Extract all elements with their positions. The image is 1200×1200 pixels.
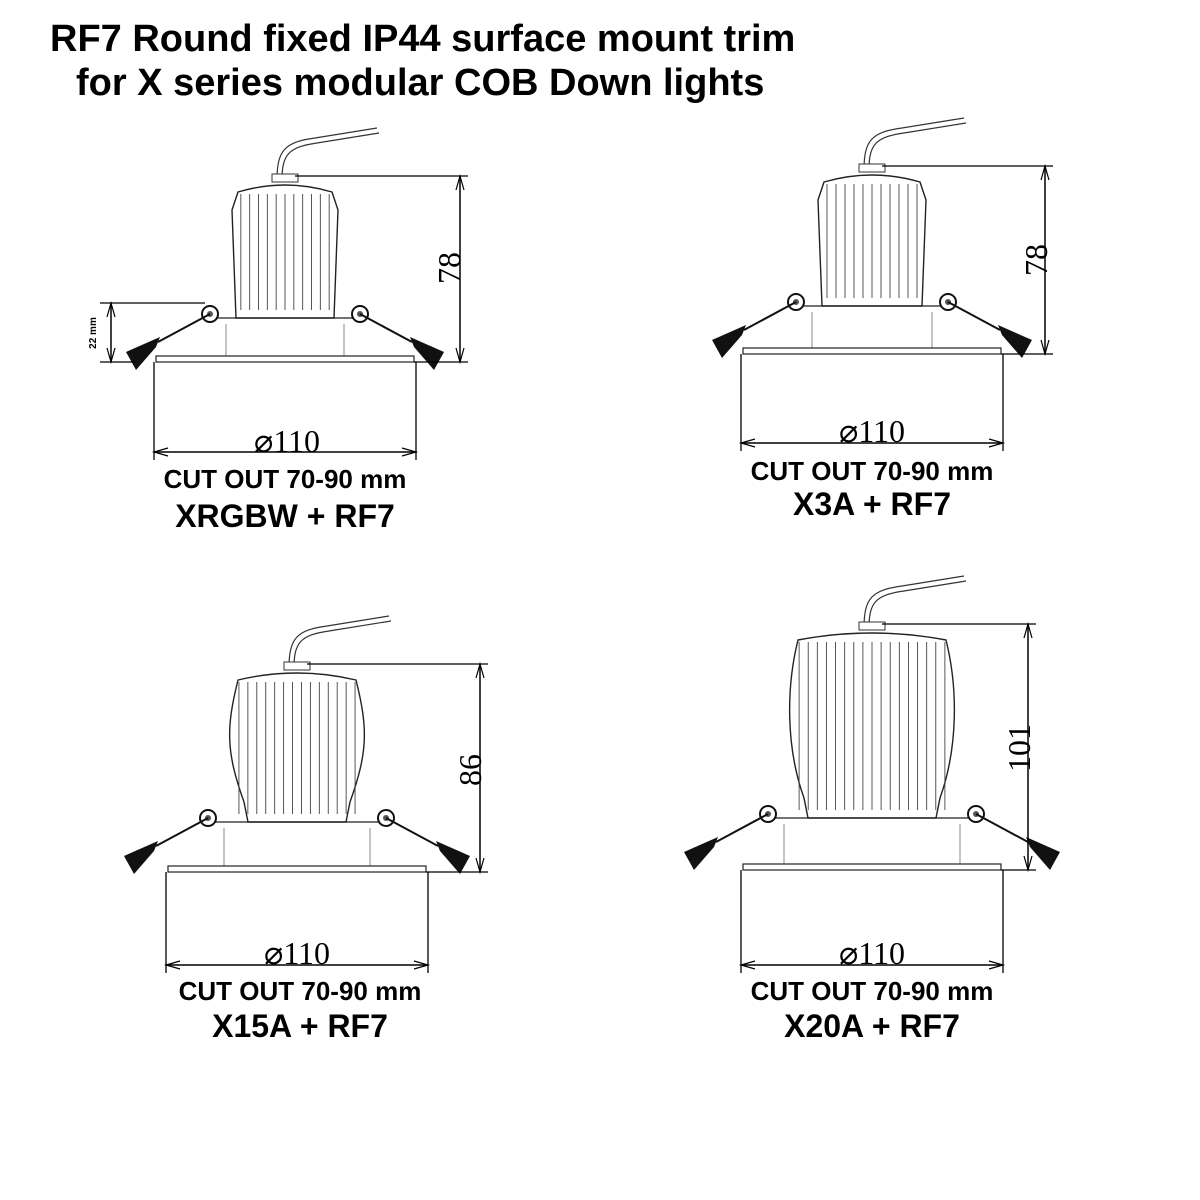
arrowhead xyxy=(455,173,465,191)
arrowhead xyxy=(1023,621,1033,639)
wire xyxy=(863,575,965,629)
arrowhead xyxy=(401,447,419,457)
spring-clip-arm xyxy=(385,817,439,847)
arrowhead xyxy=(455,347,465,365)
arrowhead xyxy=(1040,339,1050,357)
diameter-label: ⌀110 xyxy=(264,935,330,971)
spring-clip-arm xyxy=(155,817,209,847)
spring-clip-tip xyxy=(998,325,1032,358)
arrowhead xyxy=(988,960,1006,970)
cable-gland xyxy=(858,163,886,173)
title-line-1: RF7 Round fixed IP44 surface mount trim xyxy=(50,18,796,60)
cable-gland xyxy=(283,661,311,671)
panel-x20a xyxy=(684,575,1060,973)
panel-xrgbw xyxy=(100,127,468,460)
cutout-label: CUT OUT 70-90 mm xyxy=(164,464,407,494)
spring-clip-arm xyxy=(715,813,769,843)
heatsink-body xyxy=(228,672,366,823)
wire xyxy=(868,122,967,171)
arrowhead xyxy=(413,960,431,970)
arrowhead xyxy=(106,300,116,318)
flange xyxy=(742,863,1002,871)
height-dimension-label: 101 xyxy=(1001,724,1037,772)
wire xyxy=(276,127,378,181)
model-label: XRGBW + RF7 xyxy=(175,498,395,534)
arrowhead xyxy=(475,661,485,679)
diameter-label: ⌀110 xyxy=(839,935,905,971)
spring-clip-arm xyxy=(359,313,413,343)
wire xyxy=(293,620,392,669)
spring-clip-tip xyxy=(124,841,158,874)
diameter-label: ⌀110 xyxy=(839,413,905,449)
spring-clip-arm xyxy=(947,301,1001,331)
spring-clip-arm xyxy=(157,313,211,343)
arrowhead xyxy=(1023,855,1033,873)
arrowhead xyxy=(106,347,116,365)
spring-clip-tip xyxy=(684,837,718,870)
spring-clip-tip xyxy=(436,841,470,874)
cable-gland xyxy=(858,621,886,631)
arrowhead xyxy=(738,960,756,970)
arrowhead xyxy=(475,857,485,875)
cutout-label: CUT OUT 70-90 mm xyxy=(179,976,422,1006)
height-dimension-label: 78 xyxy=(1018,244,1054,276)
wire xyxy=(868,580,967,629)
spring-clip-tip xyxy=(712,325,746,358)
wire xyxy=(281,132,380,181)
cable-gland xyxy=(271,173,299,183)
model-label: X20A + RF7 xyxy=(784,1008,960,1044)
model-label: X15A + RF7 xyxy=(212,1008,388,1044)
arrowhead xyxy=(738,438,756,448)
spring-clip-tip xyxy=(126,337,160,370)
title-line-2: for X series modular COB Down lights xyxy=(76,62,765,104)
wire xyxy=(288,615,390,669)
panel-x15a xyxy=(124,615,488,973)
cutout-label: CUT OUT 70-90 mm xyxy=(751,456,994,486)
wire xyxy=(863,117,965,171)
arrowhead xyxy=(1040,163,1050,181)
cutout-label: CUT OUT 70-90 mm xyxy=(751,976,994,1006)
arrowhead xyxy=(988,438,1006,448)
spring-clip-tip xyxy=(410,337,444,370)
flange xyxy=(742,347,1002,355)
spring-clip-tip xyxy=(1026,837,1060,870)
arrowhead xyxy=(151,447,169,457)
arrowhead xyxy=(163,960,181,970)
diameter-label: ⌀110 xyxy=(254,423,320,459)
spring-clip-arm xyxy=(743,301,797,331)
flange xyxy=(167,865,427,873)
panel-x3a xyxy=(712,117,1053,451)
flange xyxy=(155,355,415,363)
spring-clip-arm xyxy=(975,813,1029,843)
model-label: X3A + RF7 xyxy=(793,486,951,522)
trim-height-label: 22 mm xyxy=(88,317,99,349)
height-dimension-label: 86 xyxy=(452,754,488,786)
height-dimension-label: 78 xyxy=(431,252,467,284)
